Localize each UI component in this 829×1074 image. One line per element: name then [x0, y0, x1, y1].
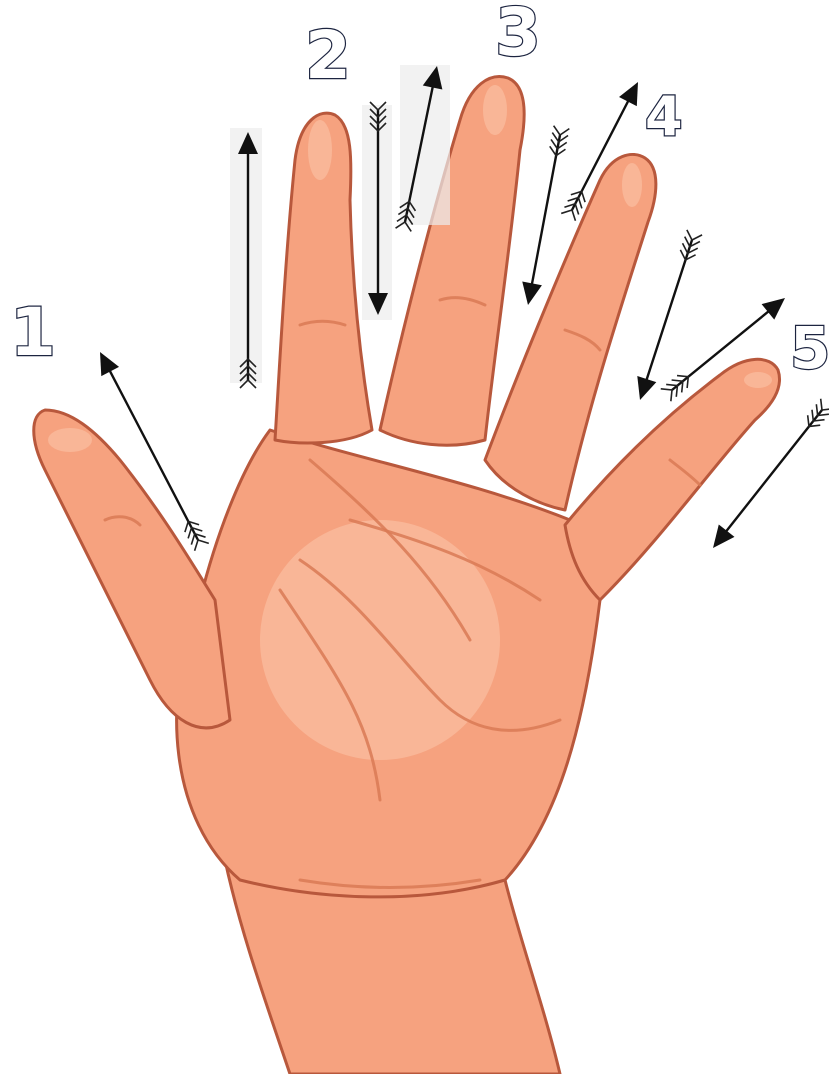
finger-number-3: 3: [495, 0, 541, 71]
arrow-fletching: [821, 399, 829, 410]
arrow-head: [762, 298, 785, 320]
finger-number-2: 2: [305, 17, 351, 94]
arrow-shaft: [646, 240, 692, 383]
little-finger: [565, 359, 780, 600]
arrow-fletching: [561, 210, 575, 221]
arrow-fletching: [554, 126, 570, 135]
hand-illustration: [34, 77, 780, 1074]
arrow-fletching: [195, 540, 209, 551]
finger-number-5: 5: [790, 314, 829, 382]
arrow-fletching: [661, 389, 672, 401]
arrow-head: [637, 376, 656, 400]
arrow-head: [713, 525, 734, 548]
arrow-shaft: [531, 135, 560, 287]
arrow-fletching: [687, 230, 702, 240]
finger-number-1: 1: [10, 294, 56, 371]
thumb: [34, 410, 230, 728]
arrow-head: [522, 282, 542, 305]
finger-number-4: 4: [645, 85, 683, 148]
